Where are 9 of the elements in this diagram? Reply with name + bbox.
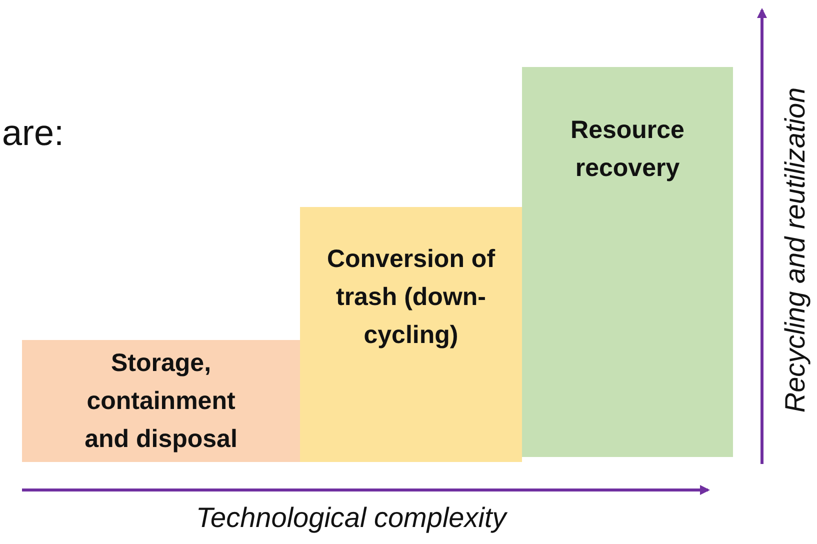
stage-label: Resource recovery <box>570 115 686 184</box>
recovery-box <box>522 67 733 457</box>
stage-label: Conversion of trash (down-cycling) <box>326 244 496 351</box>
y-axis-title: Recycling and reutilization <box>779 87 812 413</box>
x-axis-title: Technological complexity <box>196 502 506 534</box>
storage-box <box>22 340 300 462</box>
slide-text-fragment: are: <box>2 112 64 154</box>
stage-label: Storage, containment and disposal <box>84 348 238 455</box>
conversion-box <box>300 207 522 462</box>
